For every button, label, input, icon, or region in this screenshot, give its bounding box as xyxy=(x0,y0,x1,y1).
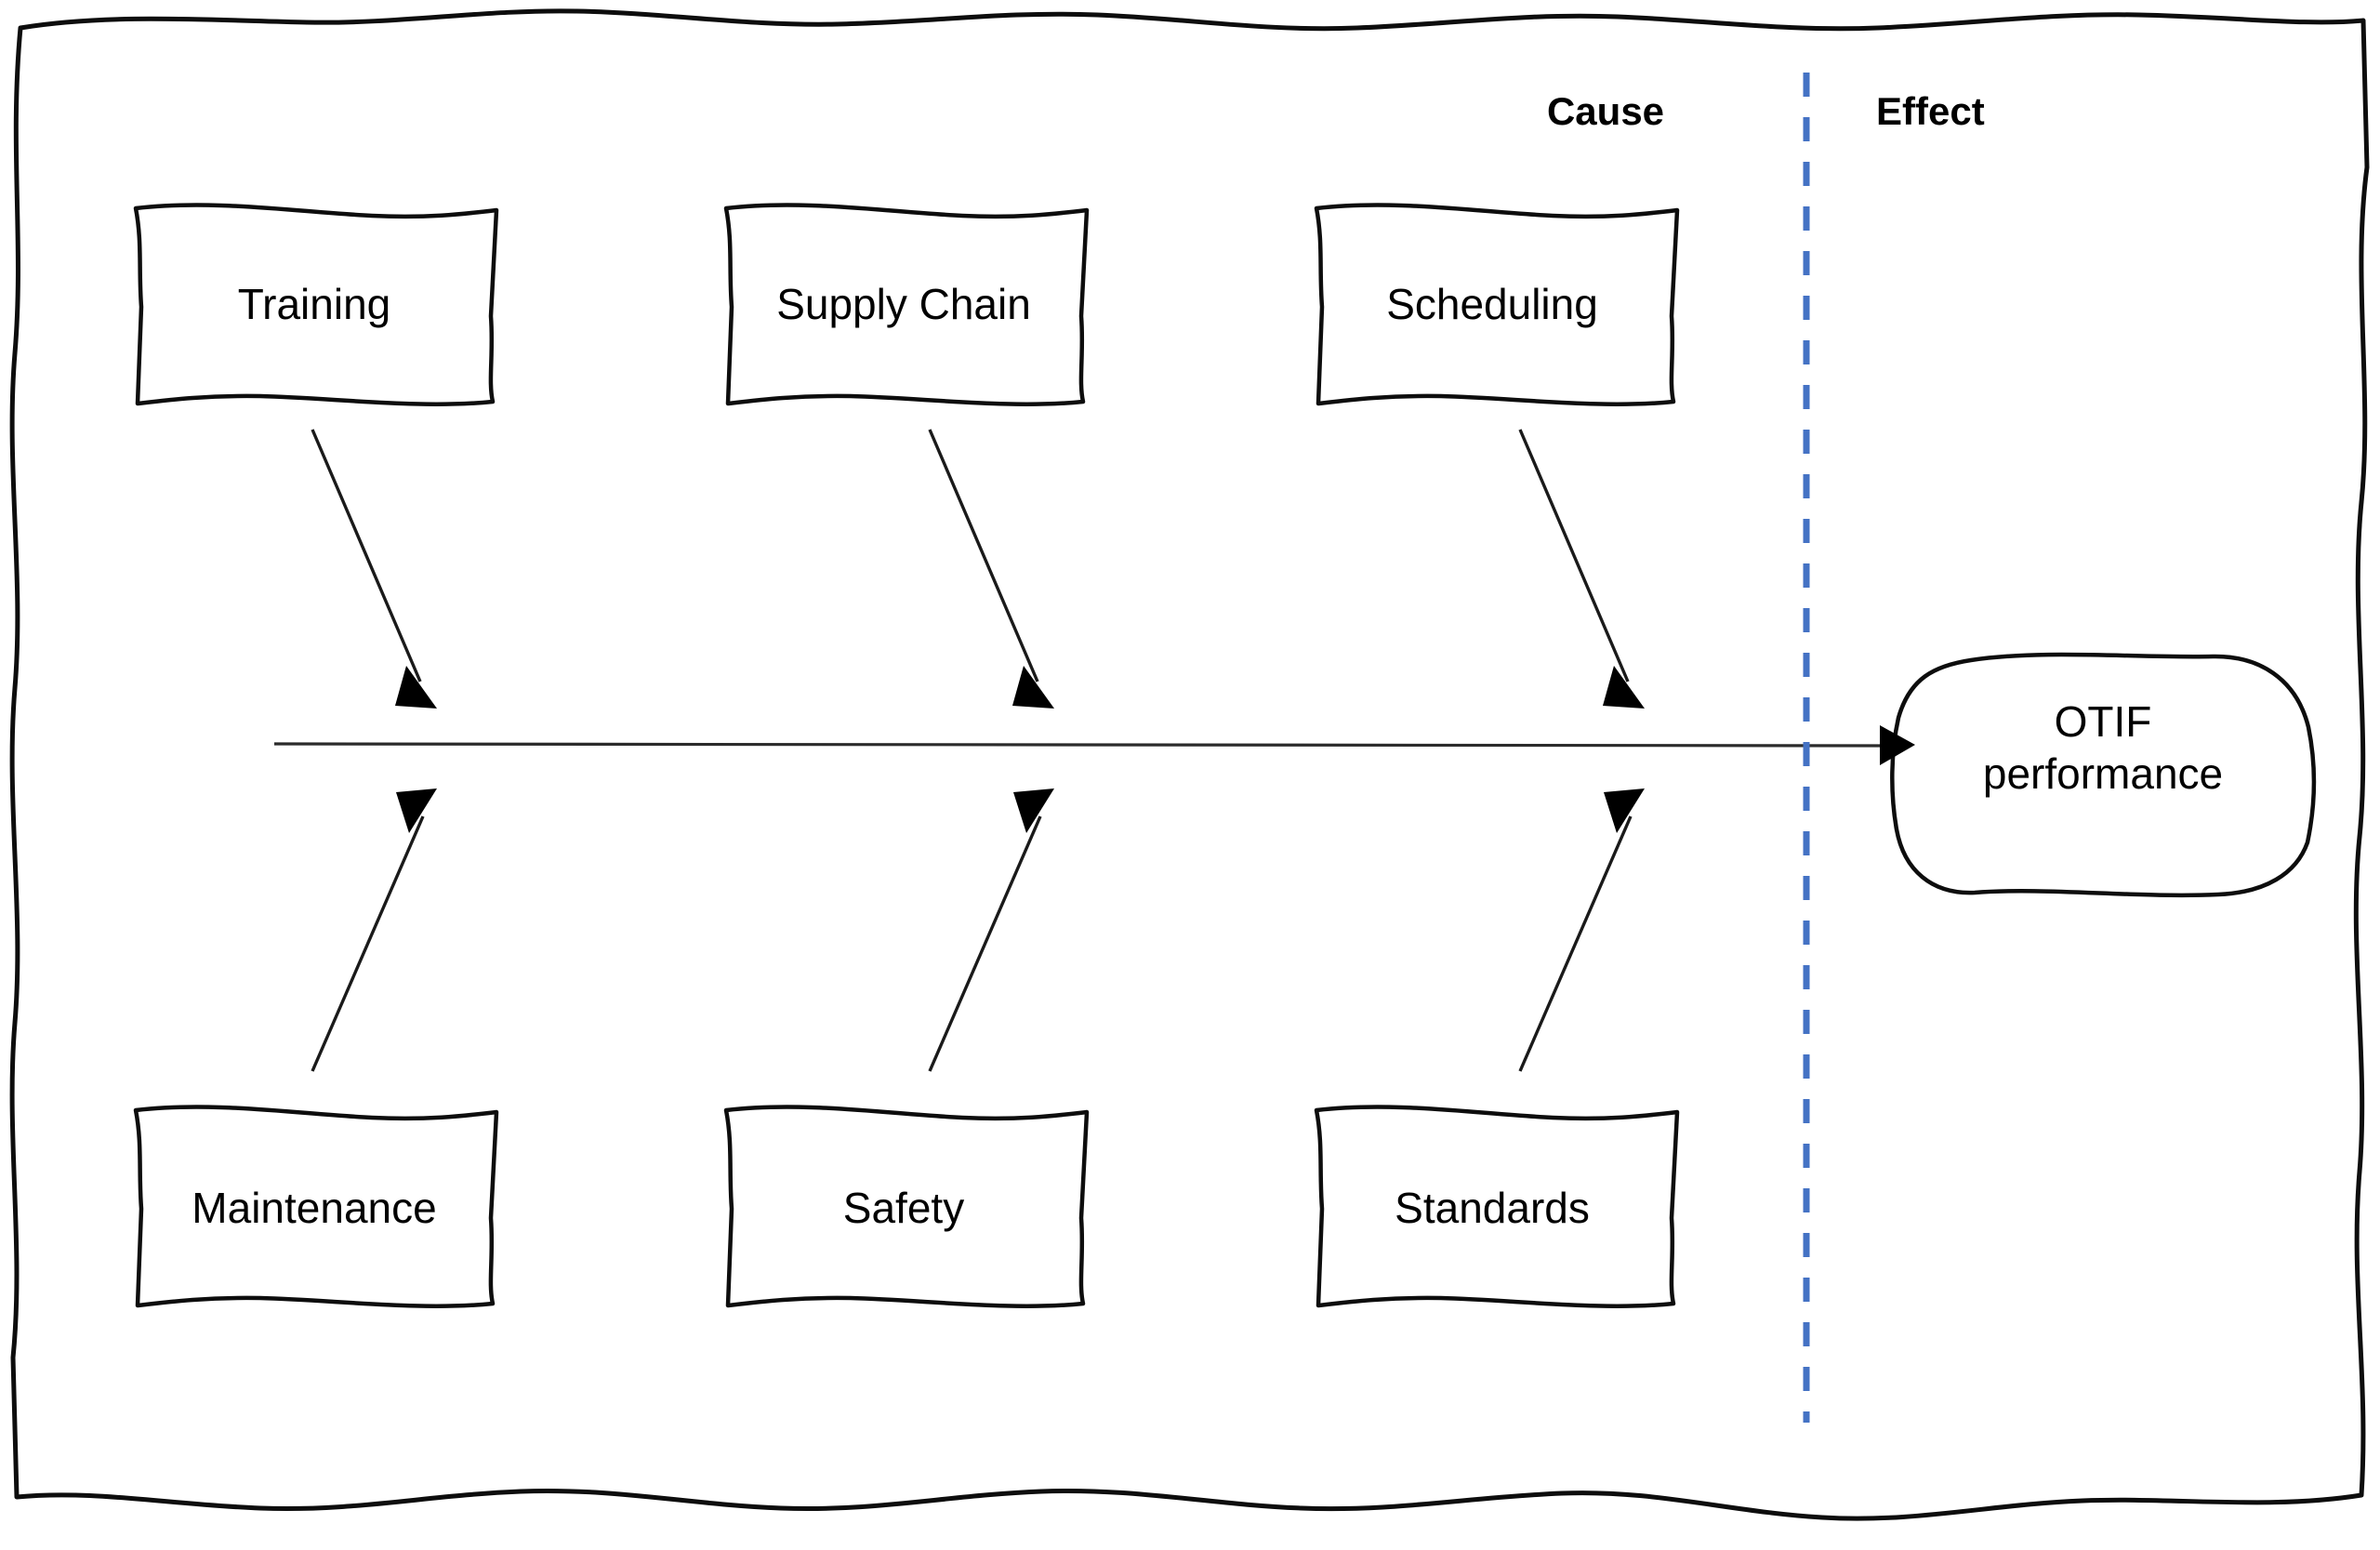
sketchy-frame-border xyxy=(9,8,2370,1521)
branch-arrow-training xyxy=(311,429,437,709)
branch-arrow-scheduling xyxy=(1518,429,1645,709)
branch-arrow-maintenance xyxy=(311,788,437,1072)
branch-arrow-supply-chain xyxy=(928,429,1054,709)
cause-box-training-shape[interactable] xyxy=(133,203,499,406)
effect-section-label: Effect xyxy=(1876,89,1985,133)
cause-section-label: Cause xyxy=(1546,89,1665,133)
effect-node-shape[interactable] xyxy=(1890,652,2317,898)
spine-arrow xyxy=(273,725,1915,765)
cause-box-supply-chain-shape[interactable] xyxy=(723,203,1090,406)
cause-box-safety-shape[interactable] xyxy=(723,1105,1090,1308)
branch-arrow-safety xyxy=(928,788,1054,1072)
branch-arrow-standards xyxy=(1518,788,1645,1072)
cause-box-maintenance-shape[interactable] xyxy=(133,1105,499,1308)
effect-label-otif-performance[interactable]: OTIF performance xyxy=(1982,697,2224,799)
cause-box-standards-shape[interactable] xyxy=(1314,1105,1680,1308)
cause-box-scheduling-shape[interactable] xyxy=(1314,203,1680,406)
